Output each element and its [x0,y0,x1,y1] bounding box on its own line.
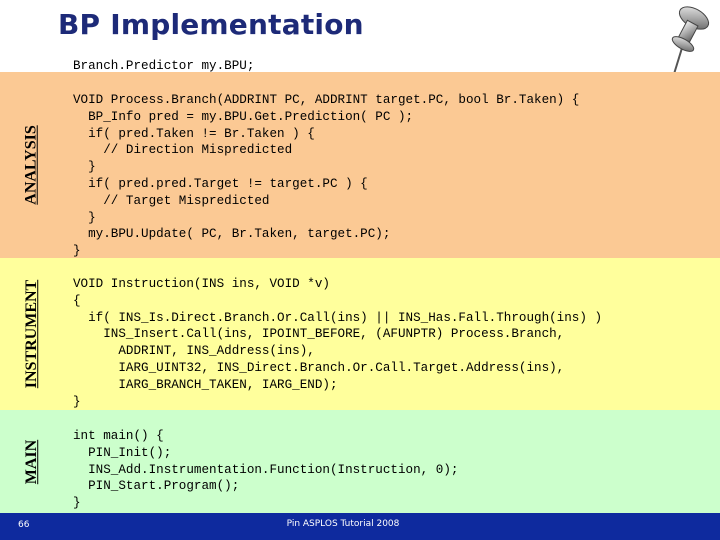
main-section [0,410,720,513]
main-code: int main() { PIN_Init(); INS_Add.Instrum… [73,429,459,511]
push-pin-icon [671,6,710,75]
footer-text: Pin ASPLOS Tutorial 2008 [286,519,400,529]
main-label: MAIN [23,439,40,484]
analysis-label: ANALYSIS [23,125,41,205]
slide-title: BP Implementation [58,8,364,41]
analysis-section [0,72,720,258]
instrument-label: INSTRUMENT [23,279,40,389]
predictor-declaration: Branch.Predictor my.BPU; [73,59,255,73]
page-number: 66 [18,520,30,530]
instrument-code: VOID Instruction(INS ins, VOID *v) { if(… [73,277,603,409]
footer-bar: 66 Pin ASPLOS Tutorial 2008 [0,513,720,540]
analysis-code: VOID Process.Branch(ADDRINT PC, ADDRINT … [73,93,580,259]
instrument-section [0,258,720,410]
